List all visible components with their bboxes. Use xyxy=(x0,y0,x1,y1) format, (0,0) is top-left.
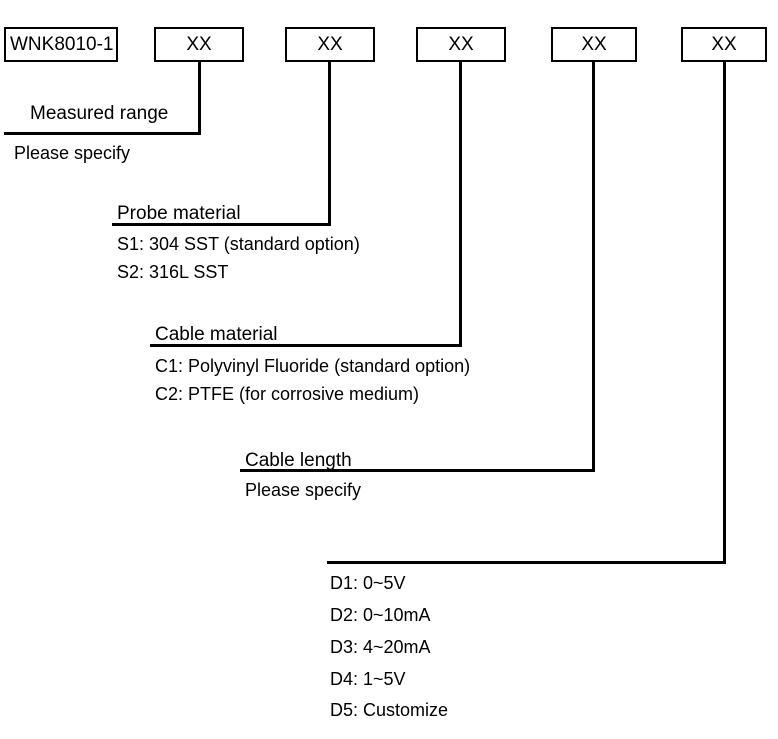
connector-cable-length xyxy=(592,61,595,472)
code-box-measured-range: XX xyxy=(154,27,244,62)
code-box-output-signal: XX xyxy=(681,27,767,62)
group-heading-cable-length: Cable length xyxy=(245,450,352,471)
group-heading-measured-range: Measured range xyxy=(30,103,169,124)
code-box-cable-material: XX xyxy=(416,27,506,62)
option-output-signal-3: D4: 1~5V xyxy=(330,669,406,689)
connector-probe-material xyxy=(328,61,331,226)
group-heading-cable-material: Cable material xyxy=(155,324,278,345)
connector-output-signal xyxy=(723,61,726,564)
code-box-cable-length: XX xyxy=(551,27,637,62)
group-heading-probe-material: Probe material xyxy=(117,203,241,224)
model-code-box: WNK8010-1 xyxy=(4,27,118,62)
underline-output-signal xyxy=(327,561,726,564)
option-cable-length-0: Please specify xyxy=(245,480,362,500)
underline-cable-length xyxy=(240,469,595,472)
option-output-signal-0: D1: 0~5V xyxy=(330,573,406,593)
option-output-signal-2: D3: 4~20mA xyxy=(330,637,431,657)
option-probe-material-1: S2: 316L SST xyxy=(117,262,229,282)
option-cable-material-0: C1: Polyvinyl Fluoride (standard option) xyxy=(155,356,471,376)
underline-cable-material xyxy=(150,344,462,347)
option-measured-range-0: Please specify xyxy=(14,143,131,163)
underline-probe-material xyxy=(112,223,331,226)
option-cable-material-1: C2: PTFE (for corrosive medium) xyxy=(155,384,420,404)
connector-cable-material xyxy=(459,61,462,347)
option-output-signal-4: D5: Customize xyxy=(330,700,449,720)
code-box-probe-material: XX xyxy=(285,27,375,62)
connector-measured-range xyxy=(198,61,201,135)
option-output-signal-1: D2: 0~10mA xyxy=(330,605,431,625)
underline-measured-range xyxy=(4,132,201,135)
option-probe-material-0: S1: 304 SST (standard option) xyxy=(117,234,360,254)
